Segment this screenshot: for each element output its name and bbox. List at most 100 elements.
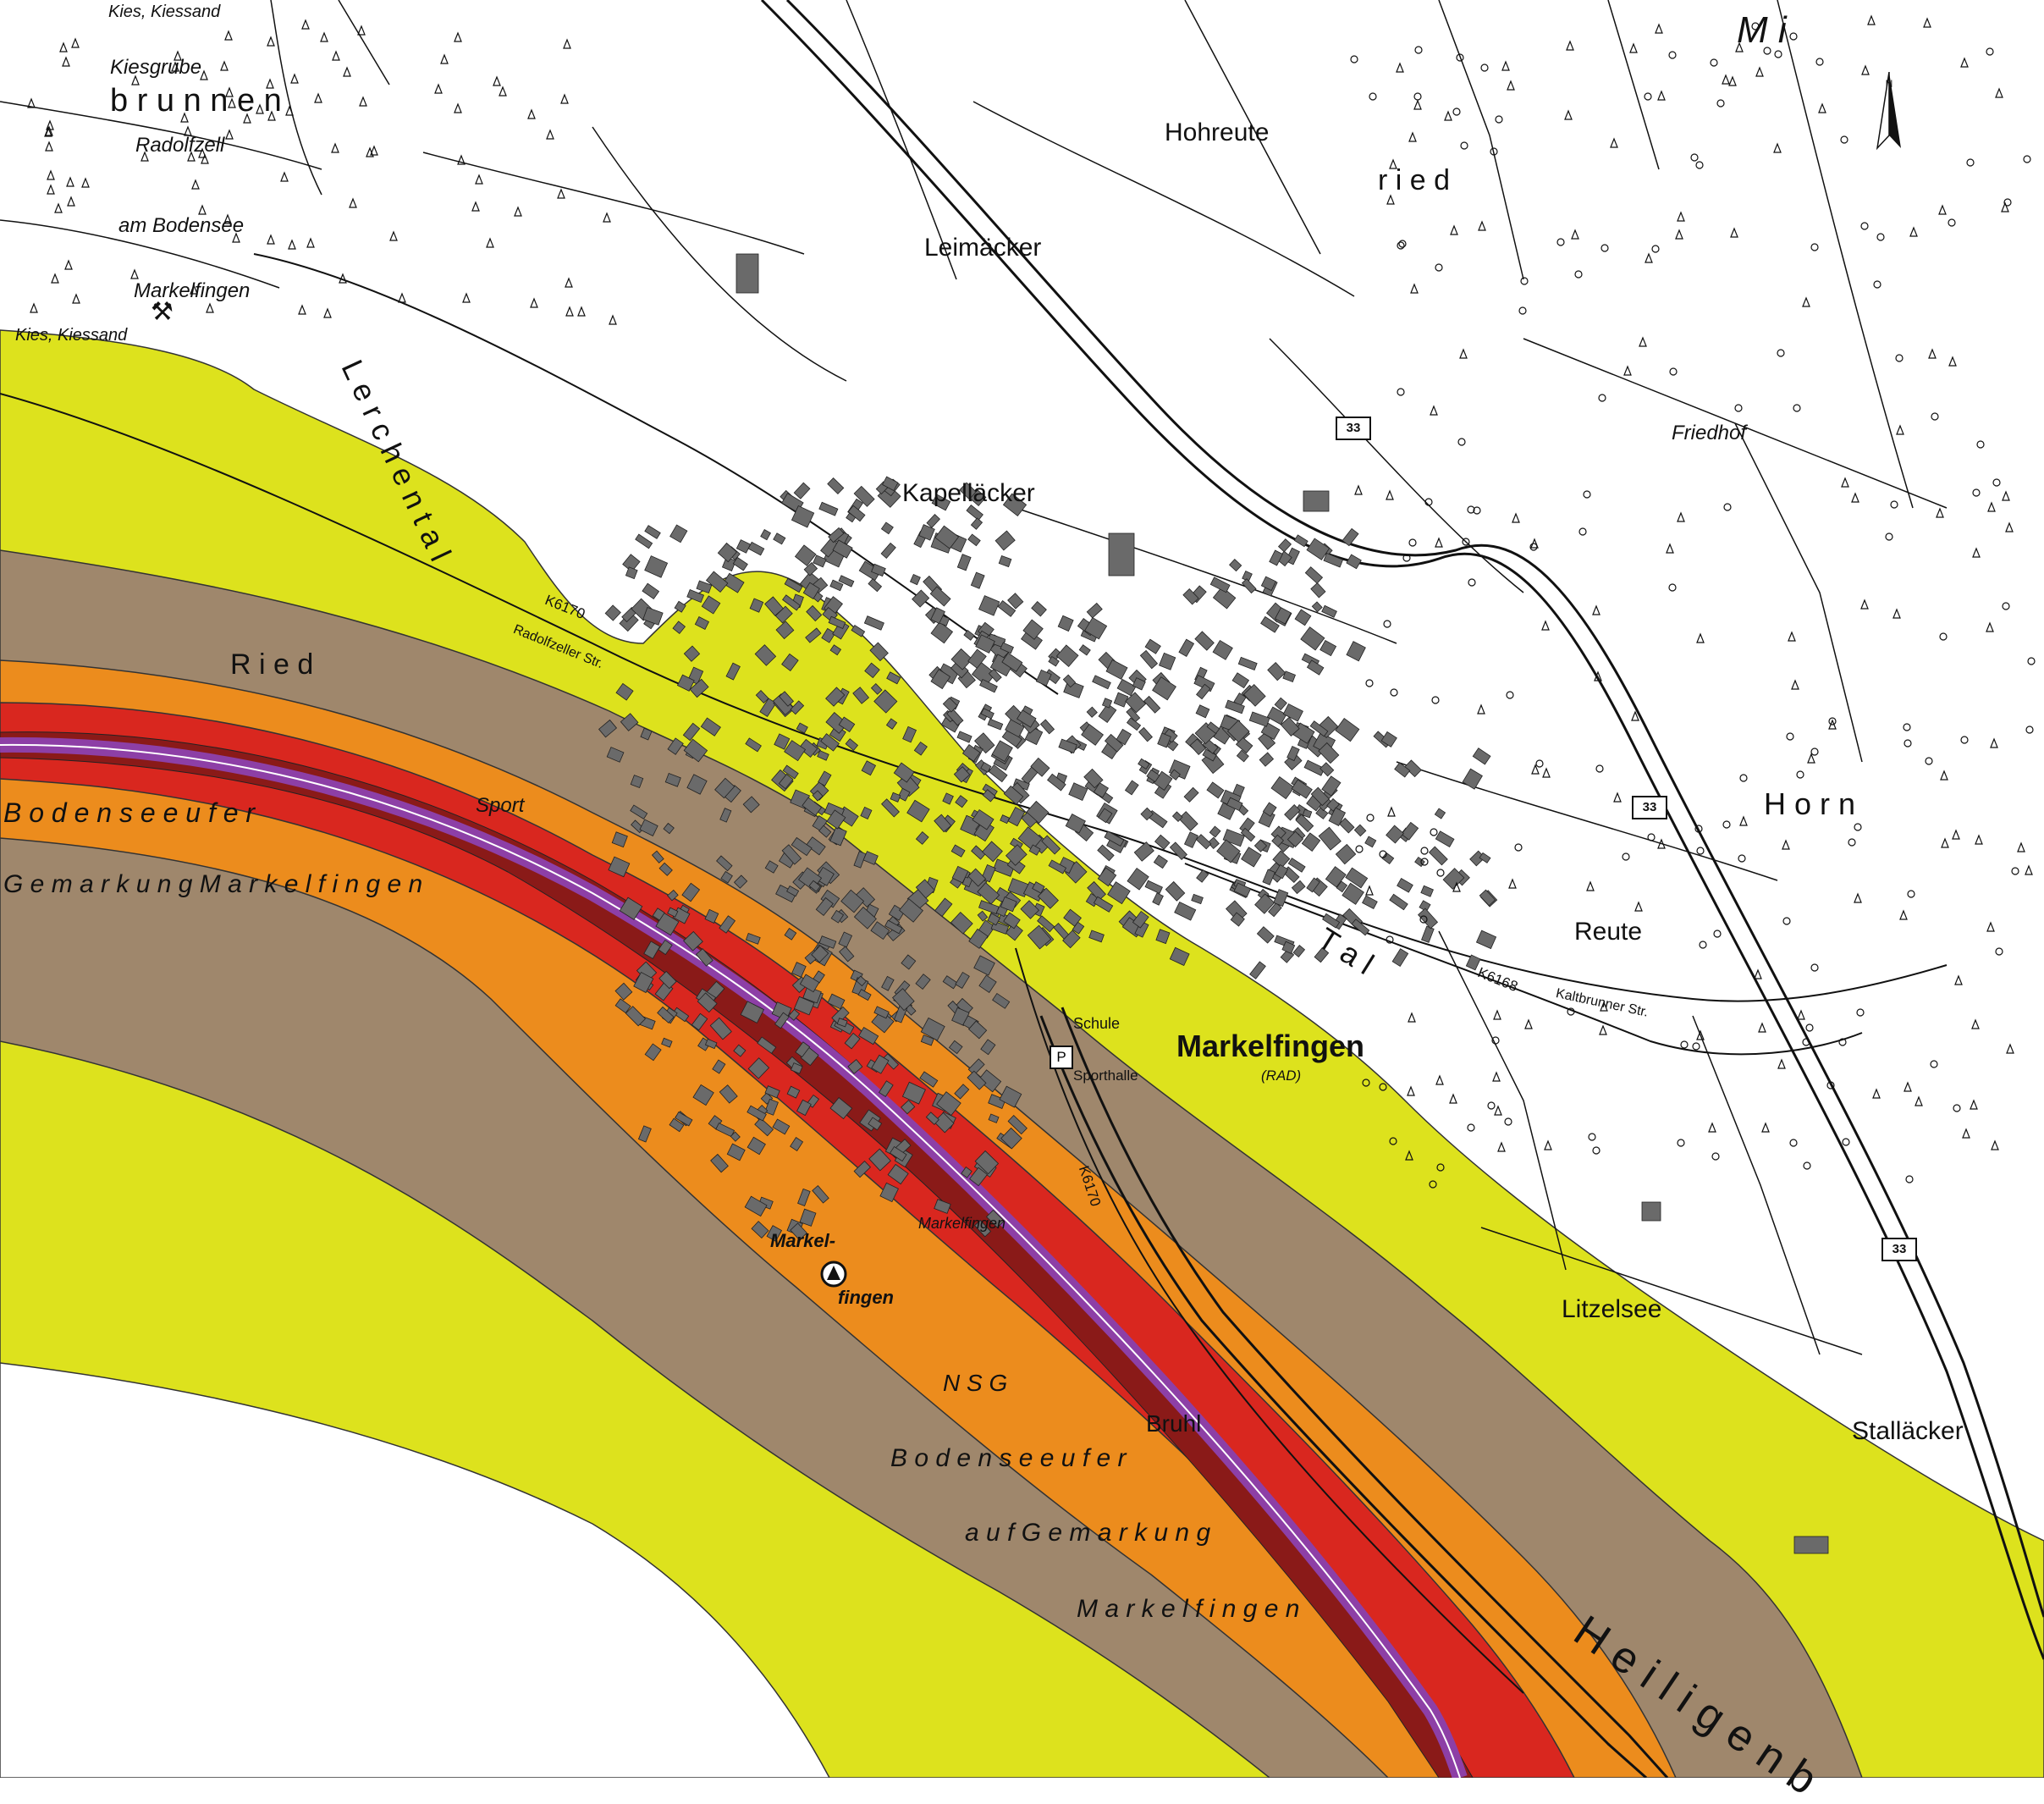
building [736, 253, 759, 294]
tree-symbol [1810, 748, 1819, 756]
building [705, 571, 729, 593]
label-markelfingen-s: M a r k e l f i n g e n [1077, 1595, 1300, 1623]
building [1195, 834, 1212, 850]
tree-symbol [285, 105, 294, 116]
building [1002, 493, 1028, 517]
building [1178, 811, 1198, 831]
building [1318, 826, 1342, 851]
tree-symbol [174, 50, 182, 61]
tree-symbol [1655, 23, 1663, 34]
building [988, 764, 1008, 783]
tree-symbol [1366, 814, 1375, 822]
tree-symbol [609, 314, 617, 325]
tree-symbol [1556, 238, 1565, 246]
building [863, 615, 884, 631]
tree-symbol [1953, 1104, 1961, 1112]
building [838, 716, 856, 732]
tree-symbol [1541, 620, 1550, 631]
tree-symbol [1758, 1022, 1766, 1033]
building [1274, 697, 1287, 711]
building [782, 764, 799, 780]
tree-symbol [1739, 815, 1748, 826]
building [1169, 769, 1181, 781]
building [1389, 893, 1408, 911]
tree-symbol [1708, 1122, 1716, 1133]
label-bodenseeufer-s: B o d e n s e e u f e r [890, 1444, 1127, 1472]
building [786, 885, 800, 897]
building [1275, 607, 1292, 625]
building [1287, 858, 1306, 873]
building [1254, 893, 1275, 914]
tree-symbol [67, 196, 75, 207]
building [1280, 716, 1300, 737]
tree-symbol [1467, 1123, 1475, 1132]
tree-symbol [1728, 75, 1737, 86]
tree-symbol [434, 83, 443, 94]
building [1267, 662, 1286, 681]
tree-symbol [1680, 1040, 1689, 1049]
building [676, 674, 695, 692]
building [1097, 844, 1115, 862]
tree-symbol [1867, 14, 1876, 25]
building [744, 1195, 768, 1217]
building [1132, 910, 1149, 929]
tree-symbol [2002, 602, 2010, 610]
tree-symbol [187, 151, 196, 162]
tree-symbol [298, 304, 306, 315]
place-label-markelfingen-sub: (RAD) [1261, 1068, 1302, 1084]
tree-symbol [1457, 438, 1466, 446]
building [1035, 669, 1052, 687]
tree-symbol [1802, 296, 1810, 307]
tree-symbol [1777, 349, 1785, 357]
building [791, 505, 815, 528]
building [880, 542, 896, 559]
building [639, 819, 658, 836]
tree-symbol [1613, 792, 1622, 803]
building [991, 740, 1013, 763]
tree-symbol [1903, 723, 1911, 731]
tree-symbol [1802, 1038, 1810, 1046]
building [815, 896, 834, 917]
building [1058, 738, 1077, 753]
building [936, 1091, 961, 1117]
building [818, 770, 832, 786]
building [1000, 896, 1017, 913]
building [1169, 841, 1188, 861]
tree-symbol [1610, 137, 1618, 148]
building [635, 533, 653, 549]
tree-symbol [223, 213, 232, 224]
building [1078, 644, 1091, 656]
building [920, 1017, 945, 1041]
label-horn: H o r n [1764, 786, 1856, 821]
tree-symbol [1419, 915, 1428, 924]
building [812, 1185, 829, 1204]
tree-symbol [1761, 1122, 1770, 1133]
building [974, 732, 995, 754]
building [672, 621, 686, 634]
building [719, 1084, 738, 1104]
tree-symbol [1462, 538, 1470, 546]
building [1256, 926, 1275, 944]
building [1475, 930, 1497, 950]
label-litzelsee: Litzelsee [1562, 1295, 1662, 1323]
building [1322, 913, 1341, 929]
building [1028, 844, 1041, 856]
tree-symbol [1566, 40, 1574, 51]
building [1404, 759, 1422, 778]
label-sport: Sport [476, 794, 525, 817]
label-gemarkung-w: G e m a r k u n g M a r k e l f i n g e … [3, 870, 423, 898]
tree-symbol [1387, 806, 1396, 817]
building [692, 1084, 714, 1106]
tree-symbol [339, 273, 347, 284]
building [1039, 719, 1055, 735]
building [853, 851, 867, 869]
tree-symbol [1896, 424, 1904, 435]
building [657, 1006, 675, 1023]
building [987, 913, 1001, 926]
building [686, 588, 705, 604]
building [881, 798, 900, 818]
building [1272, 850, 1291, 869]
tree-symbol [1930, 1060, 1938, 1068]
tree-symbol [1420, 858, 1429, 866]
building [1153, 854, 1168, 869]
